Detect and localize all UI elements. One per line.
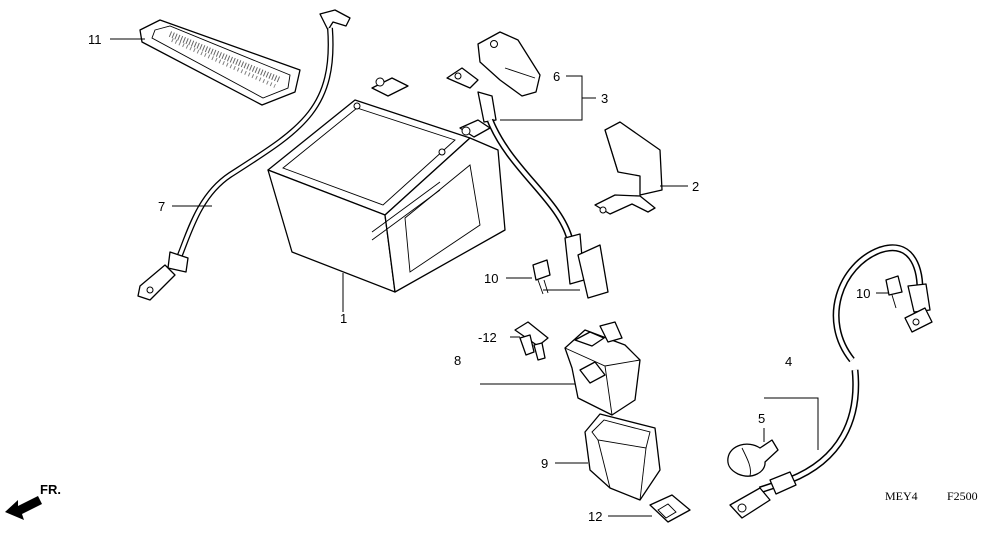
bolt-10-a xyxy=(532,259,551,295)
holder-bracket-2 xyxy=(594,121,663,215)
callout-12-upper: -12 xyxy=(478,330,497,345)
callout-7: 7 xyxy=(158,199,165,214)
battery-1 xyxy=(267,77,506,293)
positive-cable-3 xyxy=(446,67,609,299)
callout-3: 3 xyxy=(601,91,608,106)
callout-2: 2 xyxy=(692,179,699,194)
diagram-code-right: F2500 xyxy=(947,489,978,503)
negative-cable-7 xyxy=(137,9,351,301)
front-marker-label: FR. xyxy=(40,482,61,497)
battery-band-11 xyxy=(139,19,301,106)
callout-11: 11 xyxy=(88,32,102,47)
callout-labels: 11 7 1 6 3 2 10 -12 8 9 12 10 4 5 FR. ME… xyxy=(40,32,978,524)
callout-6: 6 xyxy=(553,69,560,84)
callout-4: 4 xyxy=(785,354,792,369)
starter-cable-4 xyxy=(729,244,933,519)
callout-9: 9 xyxy=(541,456,548,471)
callout-8: 8 xyxy=(454,353,461,368)
front-direction-arrow-icon xyxy=(5,496,42,520)
fuse-12-a xyxy=(514,321,549,361)
diagram-code-left: MEY4 xyxy=(885,489,918,503)
bolt-10-b xyxy=(885,275,903,309)
leader-lines xyxy=(110,38,888,517)
callout-10-lower: 10 xyxy=(856,286,870,301)
fuse-12-b xyxy=(649,494,691,523)
relay-holder-9 xyxy=(584,413,661,501)
callout-12-lower: 12 xyxy=(588,509,602,524)
callout-5: 5 xyxy=(758,411,765,426)
terminal-boot-5 xyxy=(727,439,779,477)
terminal-cover-6 xyxy=(477,31,541,97)
callout-1: 1 xyxy=(340,311,347,326)
starter-relay-8 xyxy=(564,321,641,416)
callout-10-upper: 10 xyxy=(484,271,498,286)
